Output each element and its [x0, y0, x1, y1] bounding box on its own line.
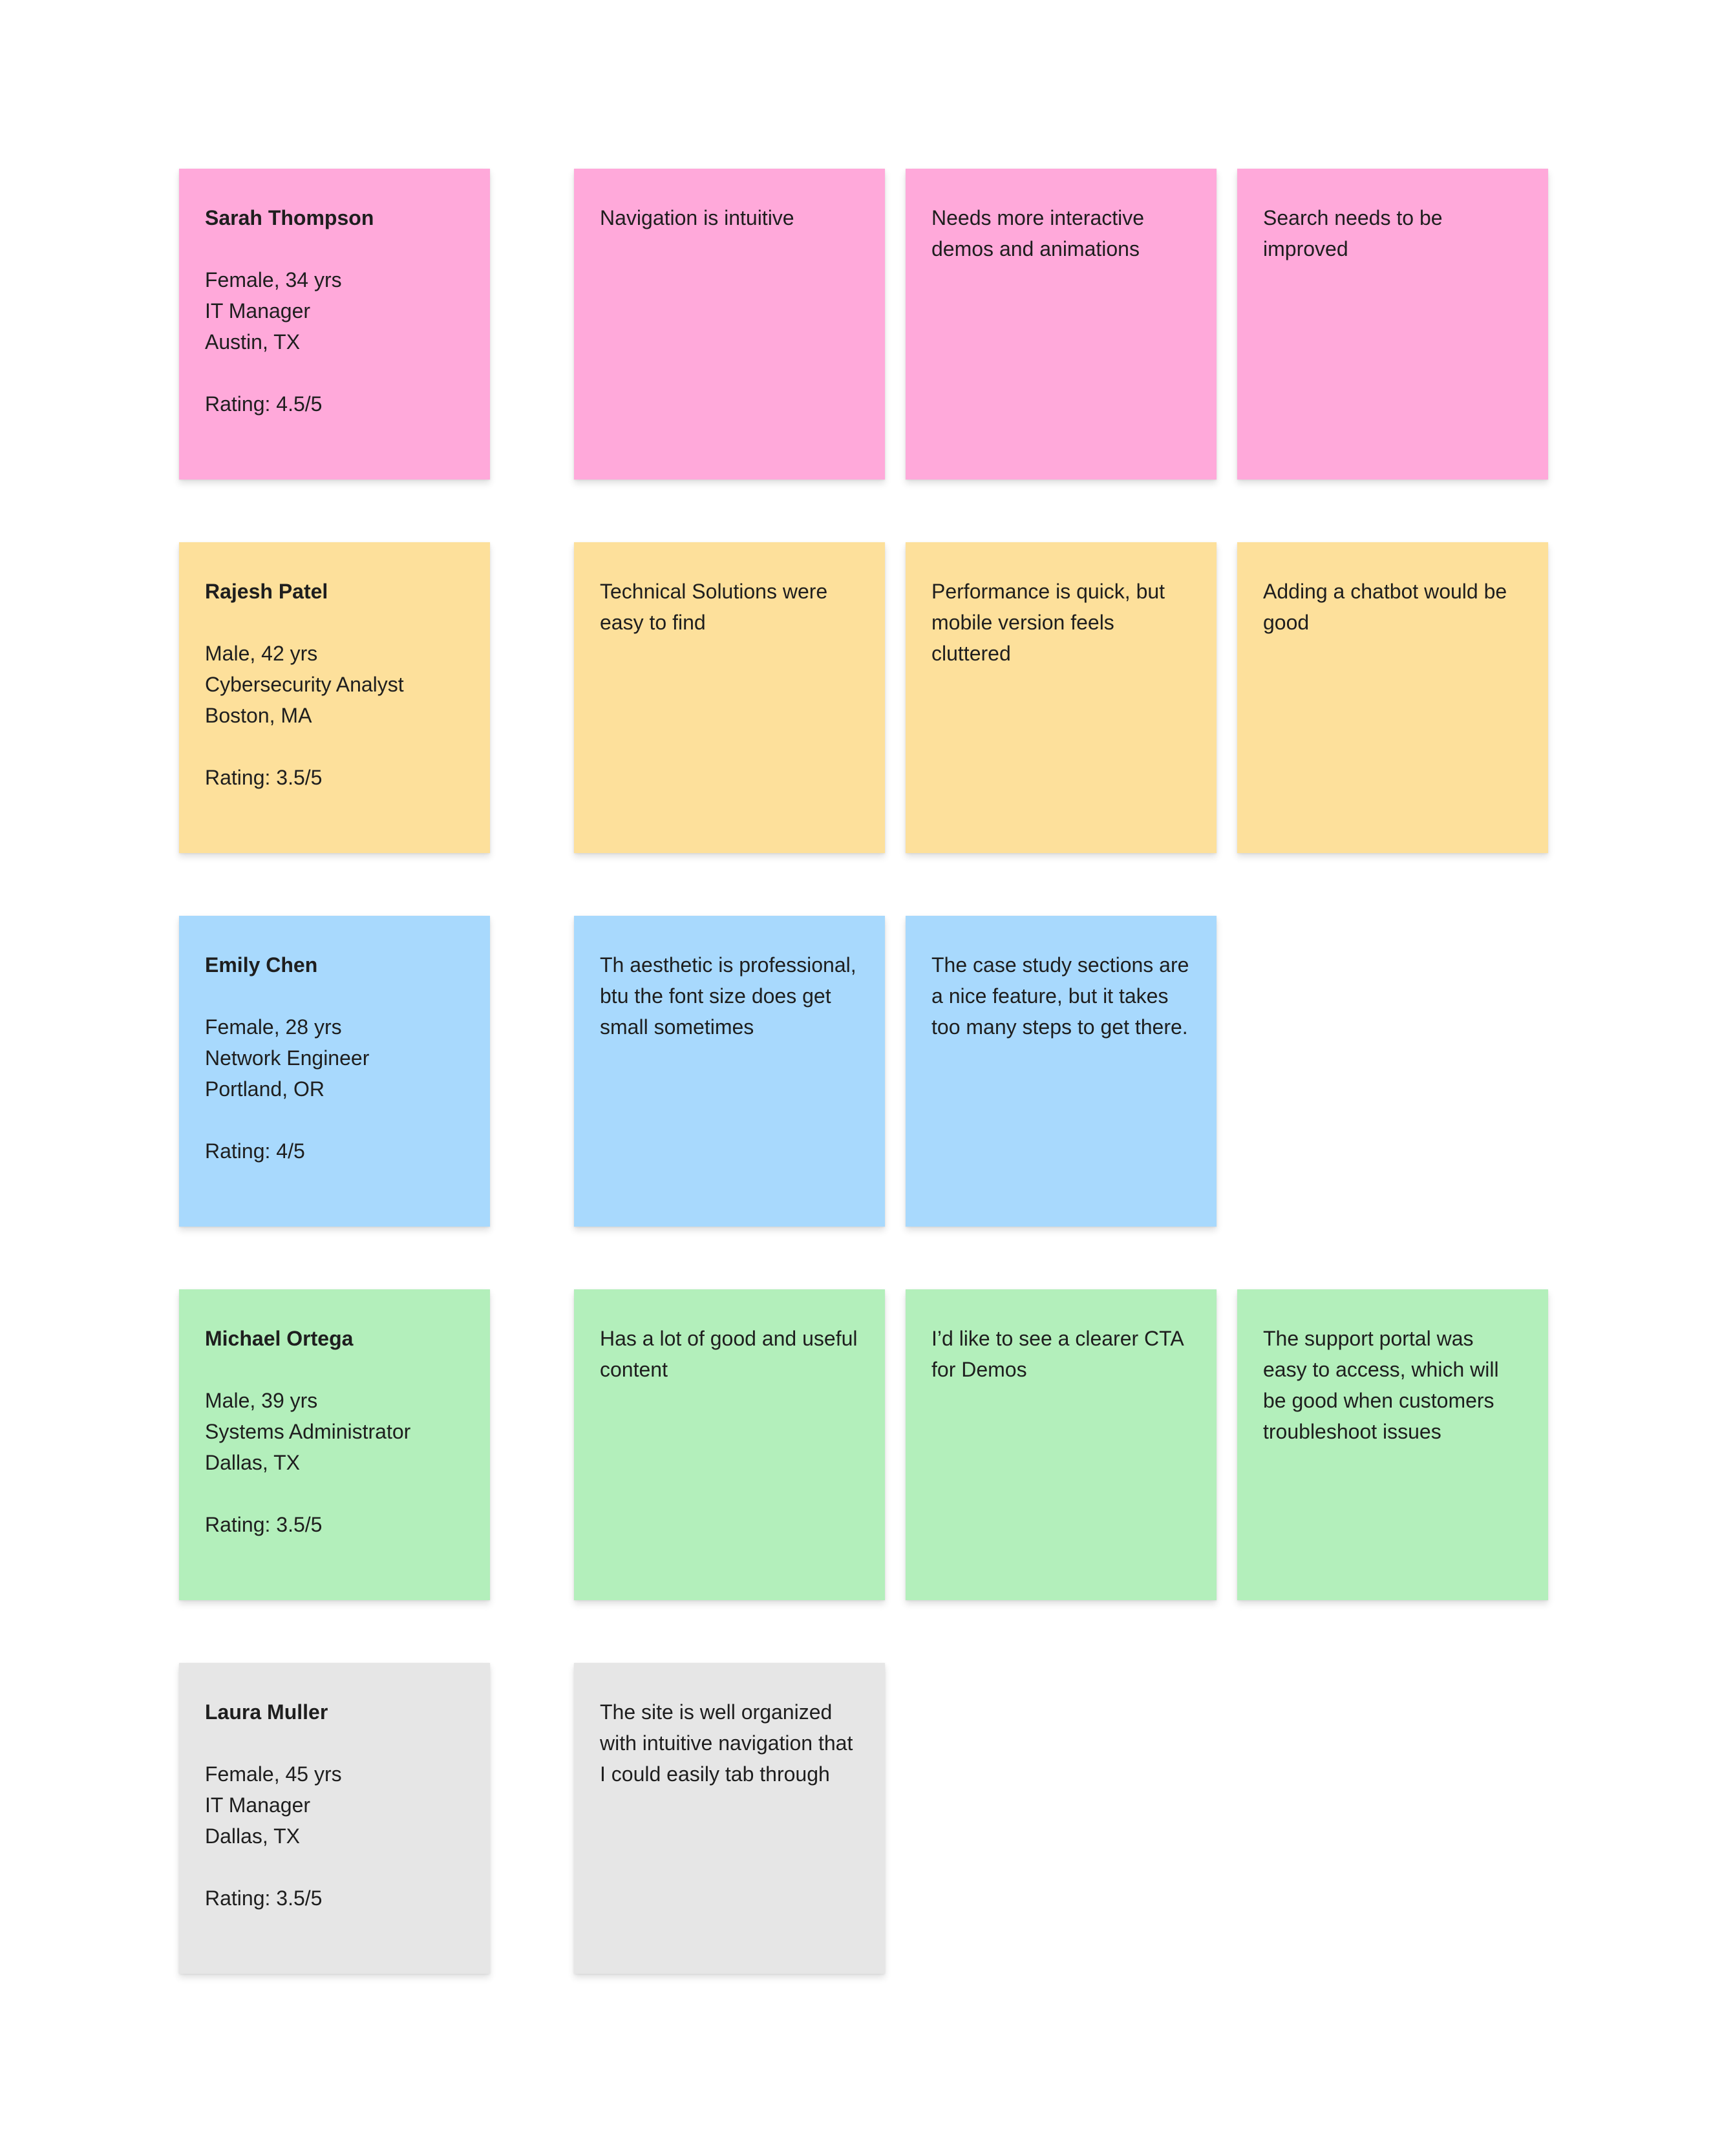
person-demographics: Female, 34 yrs — [205, 268, 342, 291]
feedback-note[interactable]: I’d like to see a clearer CTA for Demos — [906, 1289, 1217, 1600]
feedback-text: I’d like to see a clearer CTA for Demos — [931, 1327, 1183, 1381]
person-name: Emily Chen — [205, 953, 318, 977]
person-note[interactable]: Rajesh Patel Male, 42 yrs Cybersecurity … — [179, 542, 490, 853]
feedback-text: Technical Solutions were easy to find — [600, 580, 828, 634]
feedback-note[interactable]: The site is well organized with intuitiv… — [574, 1663, 885, 1974]
person-role: IT Manager — [205, 299, 311, 322]
feedback-note[interactable]: The support portal was easy to access, w… — [1237, 1289, 1548, 1600]
feedback-note[interactable]: Navigation is intuitive — [574, 169, 885, 480]
person-demographics: Male, 42 yrs — [205, 642, 318, 665]
feedback-text: Th aesthetic is professional, btu the fo… — [600, 953, 856, 1039]
person-role: IT Manager — [205, 1793, 311, 1817]
person-demographics: Male, 39 yrs — [205, 1389, 318, 1412]
person-note[interactable]: Michael Ortega Male, 39 yrs Systems Admi… — [179, 1289, 490, 1600]
person-demographics: Female, 28 yrs — [205, 1015, 342, 1039]
person-location: Portland, OR — [205, 1077, 324, 1101]
person-role: Cybersecurity Analyst — [205, 673, 404, 696]
feedback-text: The case study sections are a nice featu… — [931, 953, 1189, 1039]
person-name: Sarah Thompson — [205, 206, 374, 229]
row-michael-ortega: Michael Ortega Male, 39 yrs Systems Admi… — [179, 1289, 1549, 1600]
person-note[interactable]: Emily Chen Female, 28 yrs Network Engine… — [179, 916, 490, 1227]
feedback-text: Search needs to be improved — [1263, 206, 1443, 260]
feedback-text: Performance is quick, but mobile version… — [931, 580, 1165, 665]
feedback-text: Adding a chatbot would be good — [1263, 580, 1507, 634]
person-note[interactable]: Sarah Thompson Female, 34 yrs IT Manager… — [179, 169, 490, 480]
person-location: Austin, TX — [205, 330, 301, 354]
person-rating: Rating: 4.5/5 — [205, 392, 323, 416]
feedback-note[interactable]: Search needs to be improved — [1237, 169, 1548, 480]
feedback-text: Navigation is intuitive — [600, 206, 794, 229]
feedback-note[interactable]: Needs more interactive demos and animati… — [906, 169, 1217, 480]
feedback-text: The site is well organized with intuitiv… — [600, 1700, 853, 1786]
person-location: Dallas, TX — [205, 1824, 301, 1848]
person-role: Systems Administrator — [205, 1420, 411, 1443]
person-name: Laura Muller — [205, 1700, 328, 1724]
feedback-note[interactable]: Performance is quick, but mobile version… — [906, 542, 1217, 853]
feedback-note[interactable]: Th aesthetic is professional, btu the fo… — [574, 916, 885, 1227]
feedback-note[interactable]: Has a lot of good and useful content — [574, 1289, 885, 1600]
person-location: Boston, MA — [205, 704, 312, 727]
row-emily-chen: Emily Chen Female, 28 yrs Network Engine… — [179, 916, 1549, 1227]
person-rating: Rating: 3.5/5 — [205, 1513, 323, 1536]
person-name: Rajesh Patel — [205, 580, 328, 603]
person-rating: Rating: 3.5/5 — [205, 766, 323, 789]
person-note[interactable]: Laura Muller Female, 45 yrs IT Manager D… — [179, 1663, 490, 1974]
feedback-note[interactable]: Technical Solutions were easy to find — [574, 542, 885, 853]
feedback-text: Needs more interactive demos and animati… — [931, 206, 1145, 260]
feedback-note[interactable]: Adding a chatbot would be good — [1237, 542, 1548, 853]
person-role: Network Engineer — [205, 1046, 370, 1070]
person-rating: Rating: 3.5/5 — [205, 1886, 323, 1910]
person-name: Michael Ortega — [205, 1327, 354, 1350]
person-location: Dallas, TX — [205, 1451, 301, 1474]
person-demographics: Female, 45 yrs — [205, 1762, 342, 1786]
row-rajesh-patel: Rajesh Patel Male, 42 yrs Cybersecurity … — [179, 542, 1549, 853]
row-sarah-thompson: Sarah Thompson Female, 34 yrs IT Manager… — [179, 169, 1549, 480]
person-rating: Rating: 4/5 — [205, 1139, 305, 1163]
feedback-text: The support portal was easy to access, w… — [1263, 1327, 1499, 1443]
feedback-text: Has a lot of good and useful content — [600, 1327, 858, 1381]
row-laura-muller: Laura Muller Female, 45 yrs IT Manager D… — [179, 1663, 1549, 1974]
feedback-note[interactable]: The case study sections are a nice featu… — [906, 916, 1217, 1227]
